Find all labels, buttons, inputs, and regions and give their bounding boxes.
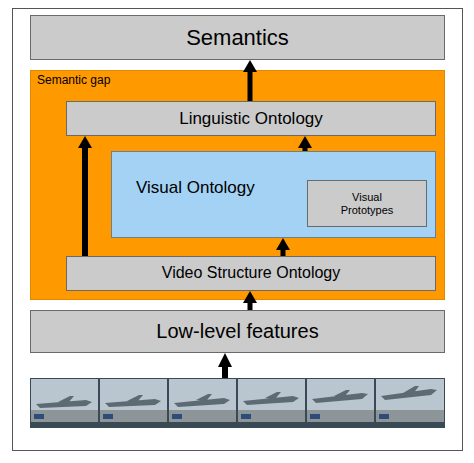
ontology-box: Video Structure Ontology (66, 256, 436, 291)
input-arrow (218, 353, 232, 378)
flow-arrow (82, 148, 88, 256)
flow-arrow (281, 250, 286, 256)
node-label: Low-level features (156, 320, 318, 343)
flow-arrow (248, 72, 253, 101)
node-label: Visual Ontology (136, 178, 255, 198)
video-frames (30, 378, 445, 428)
node-label: Semantics (186, 25, 289, 50)
gap-region: Linguistic OntologyVisual PrototypesVisu… (30, 70, 445, 300)
prototype-box: Visual Prototypes (307, 180, 427, 227)
ontology-region: Visual Prototypes Visual Ontology (111, 151, 436, 238)
level-box: Semantics (30, 15, 445, 60)
ontology-box: Linguistic Ontology (66, 101, 436, 136)
level-box: Low-level features (30, 310, 445, 353)
node-label: Linguistic Ontology (179, 109, 323, 129)
outer-frame (13, 9, 463, 451)
node-label: Visual Prototypes (332, 191, 402, 216)
flow-arrow (248, 303, 253, 310)
flow-arrow (303, 148, 308, 151)
node-label: Video Structure Ontology (162, 264, 340, 282)
region-label: Semantic gap (37, 74, 110, 88)
